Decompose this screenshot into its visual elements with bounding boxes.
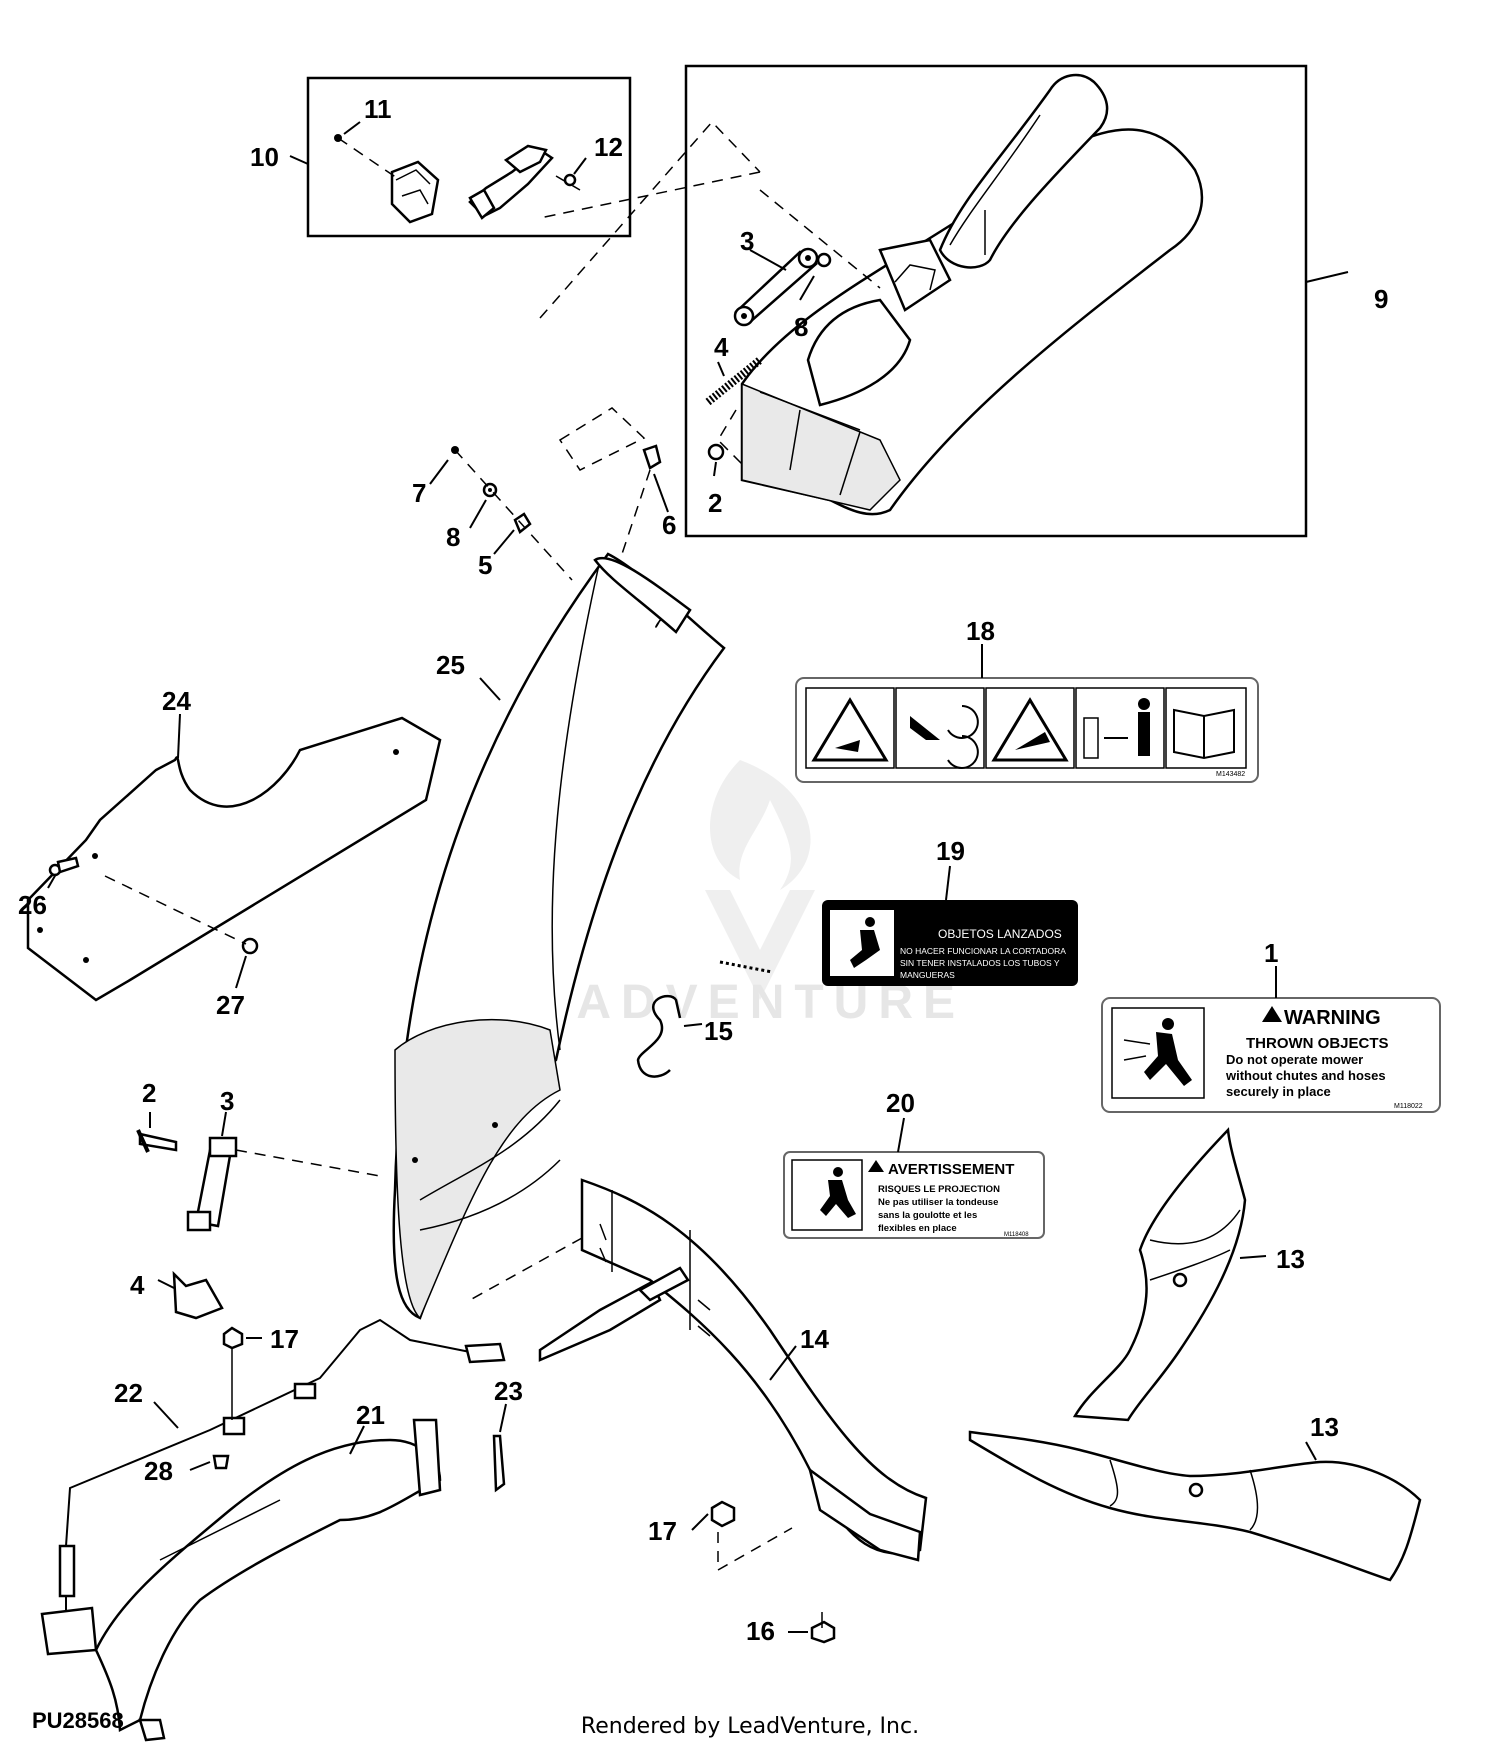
decal-18: M143482: [795, 644, 1259, 783]
callout-22: 22: [114, 1378, 143, 1408]
callout-3-lower: 3: [220, 1086, 234, 1116]
callout-8-lower: 8: [446, 522, 460, 552]
decal-1-line3: securely in place: [1226, 1084, 1331, 1099]
callout-17-lower: 17: [648, 1516, 677, 1546]
callout-8-upper: 8: [794, 312, 808, 342]
callout-labels: 11 10 12 3 8 4 2 9 7 8 5 6 25 24 26 27 1…: [18, 94, 1388, 1646]
callout-28: 28: [144, 1456, 173, 1486]
blade-13-upper: [1072, 1127, 1267, 1422]
callout-25: 25: [436, 650, 465, 680]
decal-1-line1: Do not operate mower: [1226, 1052, 1363, 1067]
callout-26: 26: [18, 890, 47, 920]
decal-19: OBJETOS LANZADOS NO HACER FUNCIONAR LA C…: [822, 865, 1078, 986]
callout-9: 9: [1374, 284, 1388, 314]
decal-20-line2: sans la goulotte et les: [878, 1210, 977, 1221]
callout-18: 18: [966, 616, 995, 646]
callout-19: 19: [936, 836, 965, 866]
callout-17-upper: 17: [270, 1324, 299, 1354]
decal-1-subheading: THROWN OBJECTS: [1246, 1035, 1389, 1052]
decal-19-title: OBJETOS LANZADOS: [938, 927, 1062, 941]
chute-assembly-box-9: [539, 64, 1349, 538]
lower-chute-14: [469, 1178, 928, 1562]
callout-24: 24: [162, 686, 191, 716]
callout-1: 1: [1264, 938, 1278, 968]
decal-19-line2: SIN TENER INSTALADOS LOS TUBOS Y: [900, 958, 1060, 968]
diagram-id: PU28568: [32, 1708, 124, 1733]
cable-22-bracket-21: [40, 1318, 506, 1742]
callout-4-lower: 4: [130, 1270, 145, 1300]
decal-1-code: M118022: [1394, 1103, 1423, 1110]
decal-19-line1: NO HACER FUNCIONAR LA CORTADORA: [900, 946, 1066, 956]
callout-6: 6: [662, 510, 676, 540]
decal-1-line2: without chutes and hoses: [1225, 1068, 1386, 1083]
callout-5: 5: [478, 550, 492, 580]
chute-tube-25: [392, 552, 726, 1320]
decal-1-heading: WARNING: [1284, 1007, 1381, 1029]
callout-21: 21: [356, 1400, 385, 1430]
callout-2-lower: 2: [142, 1078, 156, 1108]
callout-7: 7: [412, 478, 426, 508]
plate-24: [26, 713, 442, 1002]
decal-20-code: M118408: [1004, 1232, 1029, 1238]
clip-15: [636, 960, 773, 1078]
callout-14: 14: [800, 1324, 829, 1354]
callout-10: 10: [250, 142, 279, 172]
callout-3-upper: 3: [740, 226, 754, 256]
decal-1: WARNING THROWN OBJECTS Do not operate mo…: [1101, 966, 1441, 1113]
decal-20-subheading: RISQUES LE PROJECTION: [878, 1184, 1000, 1195]
pin-23: [492, 1403, 507, 1493]
callout-12: 12: [594, 132, 623, 162]
callout-23: 23: [494, 1376, 523, 1406]
callout-16: 16: [746, 1616, 775, 1646]
callout-4-upper: 4: [714, 332, 729, 362]
kit-box-10: [289, 76, 632, 238]
callout-11: 11: [364, 94, 392, 124]
hardware-16-17: [691, 1500, 836, 1644]
decal-18-code: M143482: [1216, 771, 1245, 778]
callout-20: 20: [886, 1088, 915, 1118]
callout-15: 15: [704, 1016, 733, 1046]
decal-19-line3: MANGUERAS: [900, 970, 955, 980]
rendered-by-footer: Rendered by LeadVenture, Inc.: [580, 1714, 920, 1739]
decal-20-heading: AVERTISSEMENT: [888, 1161, 1014, 1178]
decal-20: AVERTISSEMENT RISQUES LE PROJECTION Ne p…: [783, 1117, 1045, 1239]
callout-2-upper: 2: [708, 488, 722, 518]
callout-27: 27: [216, 990, 245, 1020]
decal-20-line1: Ne pas utiliser la tondeuse: [878, 1197, 998, 1208]
blade-13-lower: [968, 1430, 1422, 1582]
callout-13-lower: 13: [1310, 1412, 1339, 1442]
hardware-7-8-5-6: [429, 444, 669, 581]
decal-20-line3: flexibles en place: [878, 1223, 957, 1234]
callout-13-upper: 13: [1276, 1244, 1305, 1274]
hardware-2-3-4-lower: [136, 1111, 381, 1320]
